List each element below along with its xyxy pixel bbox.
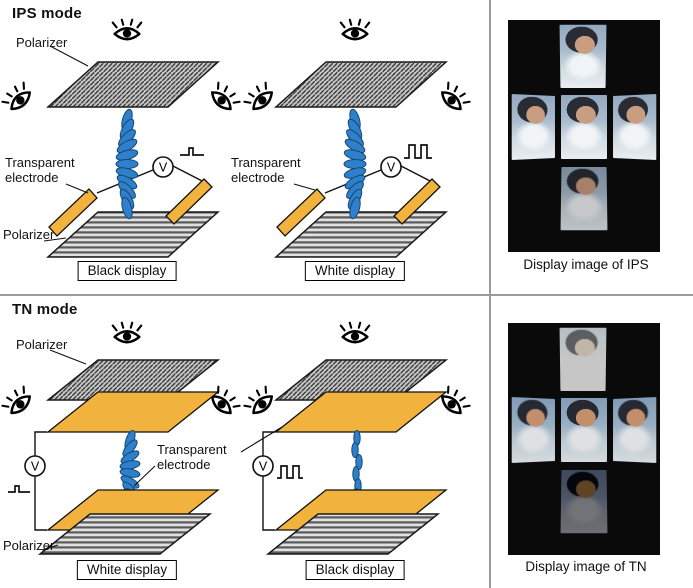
photo-thumbnail (561, 95, 607, 159)
photo-thumbnail (561, 398, 607, 462)
photo-thumbnail (560, 469, 608, 534)
eye-icon (0, 383, 36, 420)
no-voltage-waveform-icon (180, 147, 204, 156)
tn-photo-caption: Display image of TN (525, 559, 647, 574)
wire (34, 476, 47, 531)
ips-photo-panel (508, 20, 660, 252)
transparent-electrode-left (48, 188, 98, 237)
section-divider (0, 294, 693, 296)
ips-black-display-diagram: V (46, 61, 220, 258)
ips-black-display-caption: Black display (77, 261, 177, 281)
eye-icon (436, 79, 473, 116)
tn-polarizer-bottom-label: Polarizer (3, 538, 55, 553)
transparent-electrode-plate-top (274, 391, 448, 433)
tn-section-title: TN mode (12, 301, 78, 318)
tn-black-display-diagram: V (252, 359, 449, 555)
tn-polarizer-top-label: Polarizer (16, 337, 68, 352)
wire (172, 165, 207, 184)
eye-icon (241, 79, 278, 116)
eye-icon (0, 79, 36, 116)
tn-photo-panel (508, 323, 660, 555)
photo-thumbnail (613, 94, 657, 160)
eye-icon (241, 383, 278, 420)
transparent-electrode-left (276, 188, 326, 237)
ips-section-title: IPS mode (12, 5, 82, 22)
wire (400, 165, 435, 184)
ips-white-display-caption: White display (304, 261, 406, 281)
square-wave-waveform-icon (404, 144, 432, 159)
ips-polarizer-bottom-label: Polarizer (3, 227, 55, 242)
voltage-label: V (159, 161, 168, 175)
no-voltage-waveform-icon (8, 485, 30, 493)
wire (262, 431, 275, 456)
transparent-electrode-right (165, 178, 213, 225)
photo-thumbnail (613, 397, 657, 463)
liquid-crystal-molecules (343, 108, 367, 220)
polarizer-plate-top (274, 61, 448, 108)
eye-icon (206, 383, 243, 420)
voltage-source (380, 156, 402, 178)
eye-icon (206, 79, 243, 116)
ips-photo-caption: Display image of IPS (523, 257, 649, 272)
photo-thumbnail (559, 327, 607, 392)
photo-thumbnail (560, 166, 608, 231)
eye-icon (339, 18, 371, 41)
voltage-source (252, 455, 274, 477)
wire (262, 476, 275, 531)
ips-polarizer-top-label: Polarizer (16, 35, 68, 50)
ips-white-display-diagram: V (274, 61, 448, 258)
eye-icon (111, 18, 143, 41)
polarizer-plate-bottom (265, 513, 441, 555)
square-wave-waveform-icon (277, 465, 303, 479)
tn-white-display-caption: White display (76, 560, 178, 580)
ips-transparent-electrode-label-mid: Transparent electrode (231, 155, 301, 185)
polarizer-plate-bottom (37, 513, 213, 555)
polarizer-plate-top (46, 61, 220, 108)
photo-thumbnail (511, 397, 555, 463)
voltage-label: V (259, 460, 268, 474)
tn-black-display-caption: Black display (305, 560, 405, 580)
voltage-label: V (387, 161, 396, 175)
eye-icon (111, 321, 143, 344)
tn-white-display-diagram: V (8, 359, 221, 555)
transparent-electrode-plate-top (46, 391, 220, 433)
label-leader-lines (41, 45, 316, 551)
liquid-crystal-molecules (115, 108, 139, 220)
transparent-electrode-right (393, 178, 441, 225)
tn-transparent-electrode-label: Transparent electrode (157, 442, 227, 472)
eye-icon (436, 383, 473, 420)
photo-thumbnail (559, 24, 607, 89)
voltage-source (152, 156, 174, 178)
ips-transparent-electrode-label-left: Transparent electrode (5, 155, 75, 185)
voltage-label: V (31, 460, 40, 474)
photo-thumbnail (511, 94, 555, 160)
wire (34, 431, 47, 456)
eye-icon (339, 321, 371, 344)
voltage-source (24, 455, 46, 477)
